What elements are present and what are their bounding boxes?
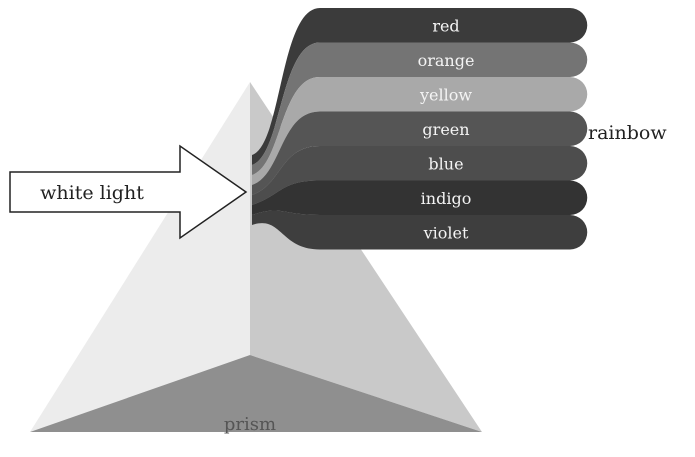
arrow-shape [9, 144, 248, 240]
white-light-arrow: white light [9, 144, 248, 240]
band-blue [252, 146, 588, 205]
band-label-blue: blue [428, 154, 463, 173]
band-label-yellow: yellow [419, 85, 472, 104]
prism-label: prism [224, 414, 276, 435]
band-orange [252, 42, 588, 175]
band-label-violet: violet [423, 223, 469, 242]
band-indigo [252, 180, 588, 215]
band-green [252, 111, 588, 195]
band-violet [252, 210, 588, 250]
band-label-red: red [432, 16, 459, 35]
band-label-orange: orange [418, 51, 475, 70]
rainbow-label: rainbow [588, 122, 667, 144]
band-label-indigo: indigo [421, 189, 472, 208]
spectrum-bands: red orange yellow green blue indigo violet [252, 8, 588, 250]
band-red [252, 8, 588, 165]
band-yellow [252, 77, 588, 185]
prism-bottom-face [30, 355, 482, 432]
white-light-label: white light [40, 182, 144, 204]
band-label-green: green [422, 120, 469, 139]
